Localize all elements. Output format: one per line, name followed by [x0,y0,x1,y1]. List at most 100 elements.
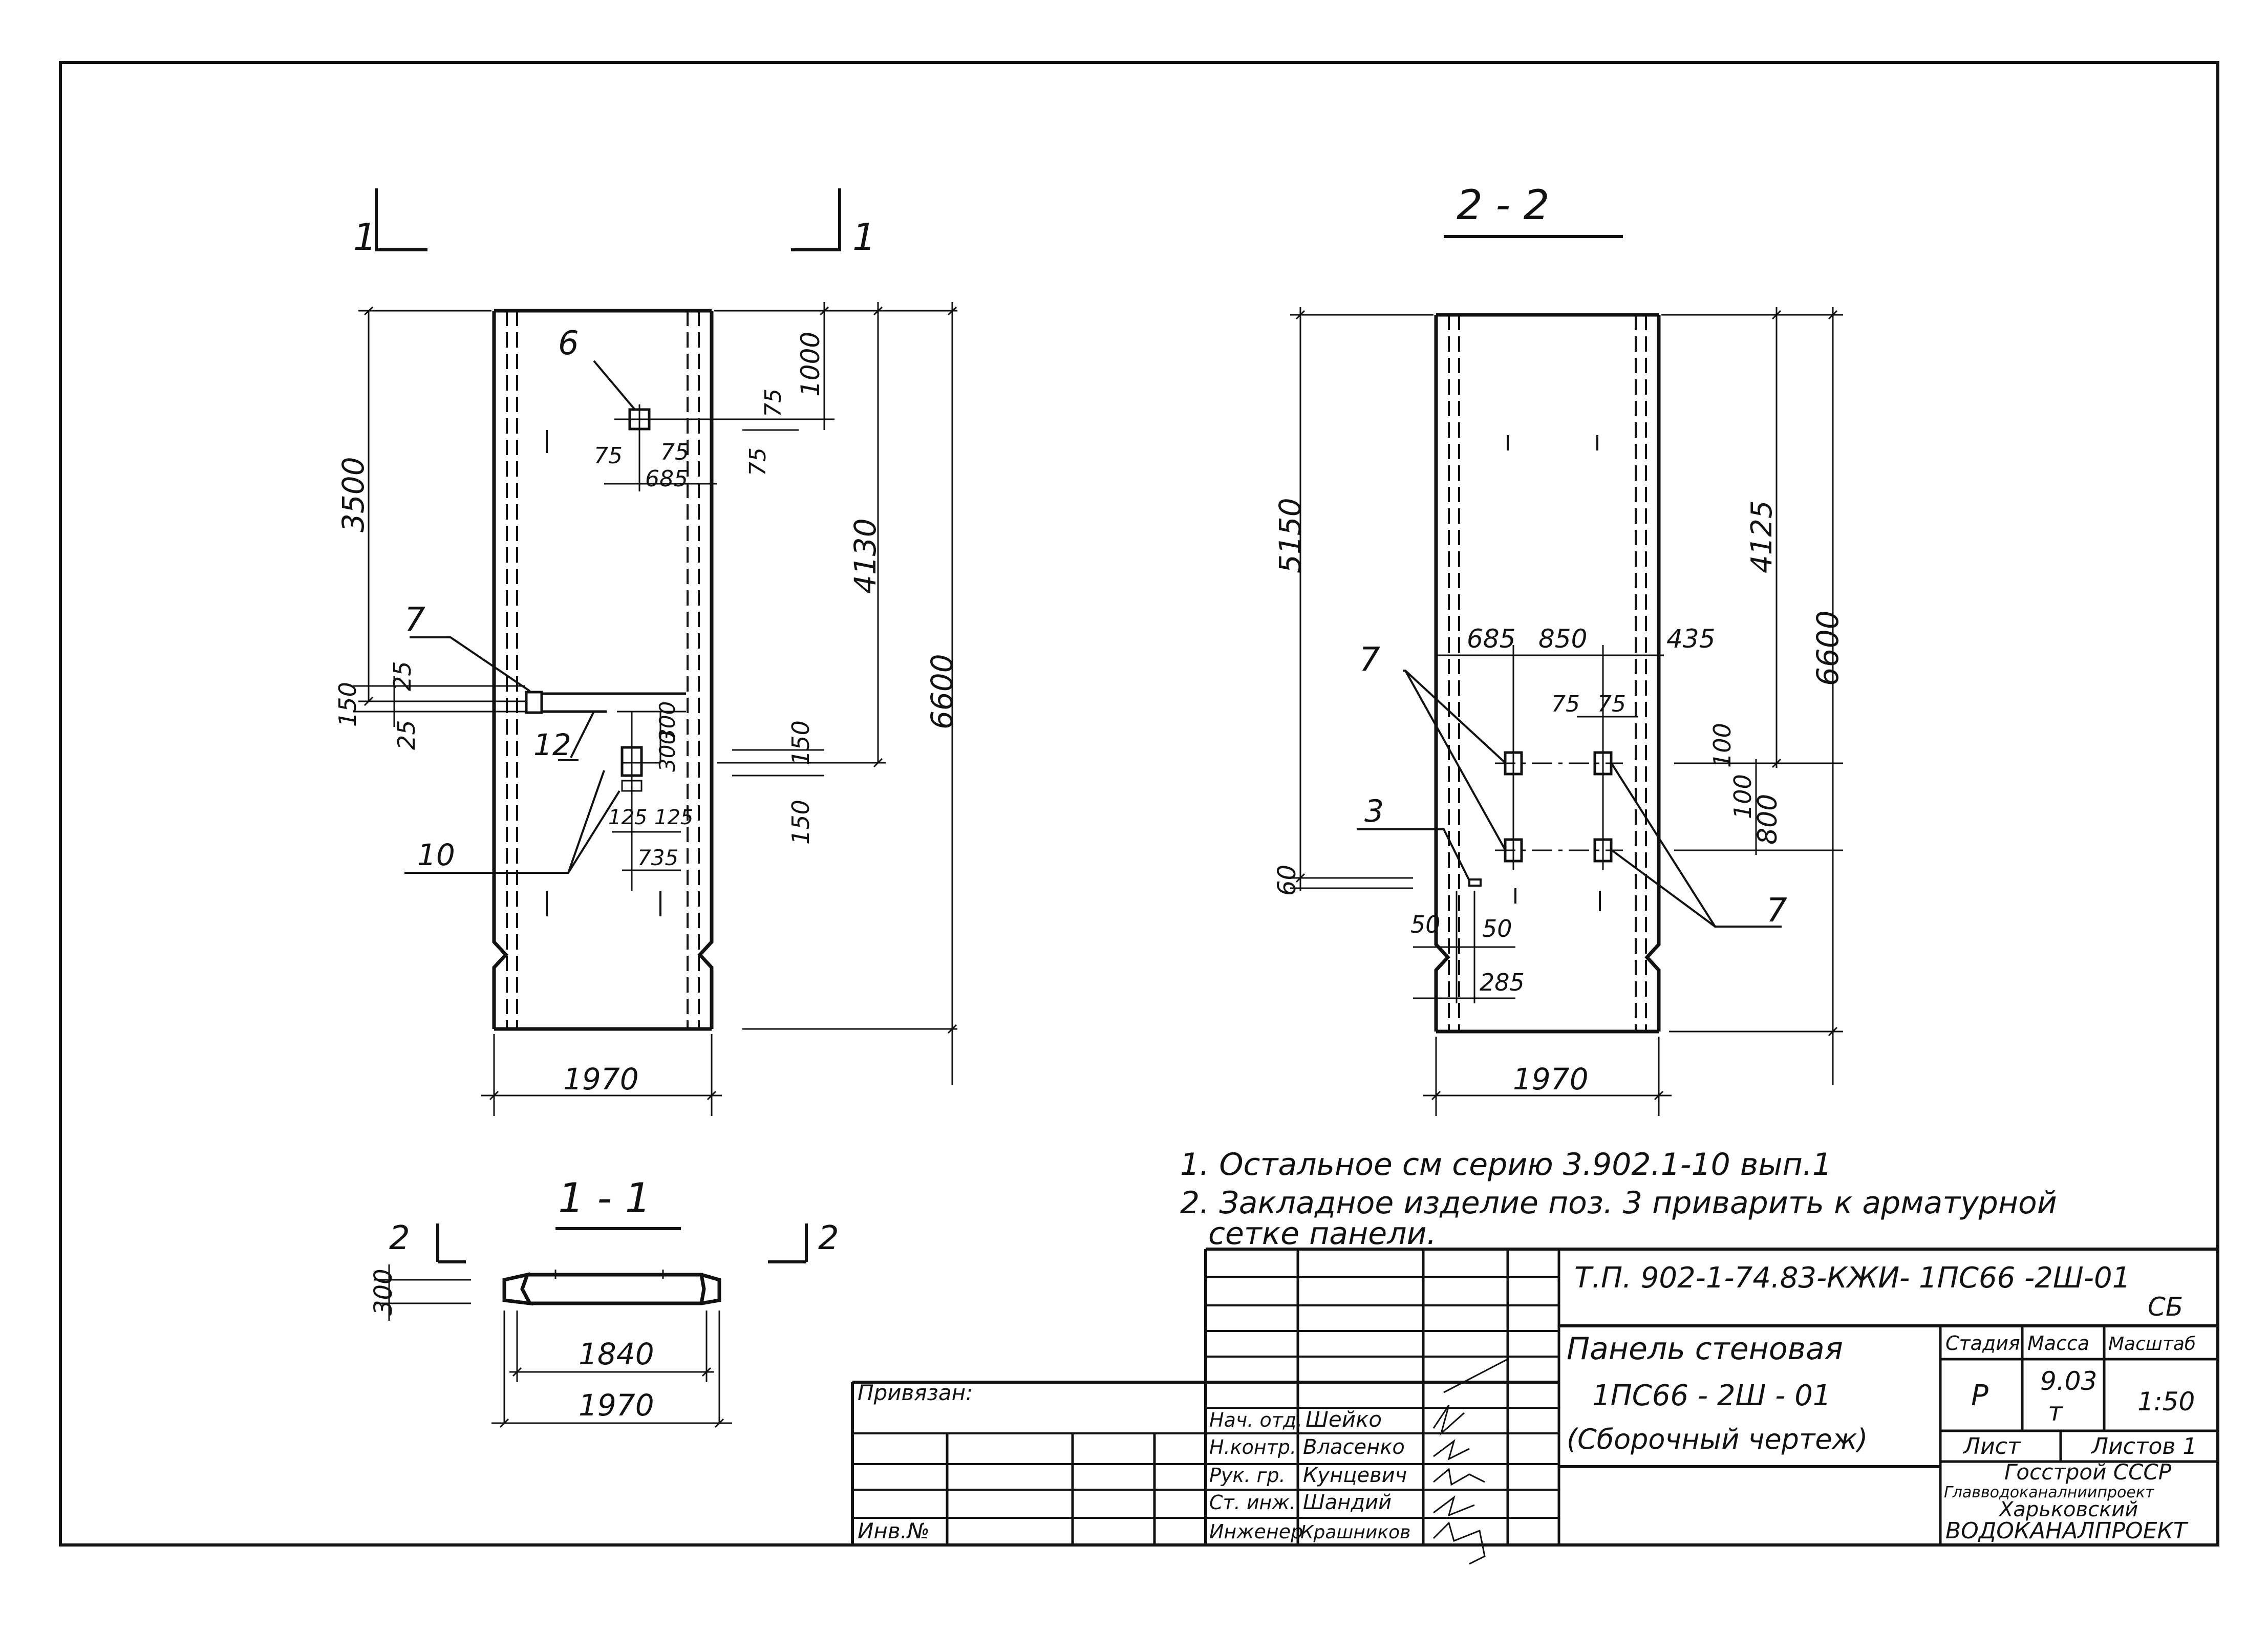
dim-285: 285 [1480,969,1525,996]
position-label-7-right: 7 [1766,892,1787,930]
elevation-1: 1 1 6 75 75 685 [334,188,959,1116]
inv-label: Инв.№ [858,1518,930,1543]
dim-75-c: 75 [760,389,786,417]
staff-name-4: Крашников [1300,1522,1410,1543]
embedded-item-12-10: 12 10 300 300 125 125 735 [404,701,693,891]
org-line3: Харьковский [1998,1498,2138,1521]
staff-role-2: Рук. гр. [1209,1464,1286,1487]
staff-role-3: Ст. инж. [1209,1491,1296,1514]
mass-label: Масса [2027,1332,2089,1355]
sheets-label: Листов 1 [2090,1433,2197,1459]
panel-outline-2 [1434,313,1661,1034]
dimension-chain-top-2: 685 850 435 75 75 [1435,624,1715,718]
dim-100-b: 100 [1729,774,1757,819]
dim-75-d: 75 [745,447,771,476]
dim-150-right-a: 150 [787,720,815,765]
staff-name-0: Шейко [1306,1407,1382,1432]
section-mark-1-left-label: 1 [353,216,377,259]
dim-1970-2: 1970 [1513,1062,1589,1097]
dim-75-b: 75 [660,439,689,465]
dim-125-b: 125 [654,806,693,829]
dim-1970-1: 1970 [563,1062,639,1097]
dim-735: 735 [637,845,678,870]
position-label-7: 7 [404,601,425,639]
dim-60: 60 [1273,865,1301,896]
dim-685: 685 [645,466,688,492]
staff-name-1: Власенко [1303,1435,1405,1459]
dim-25-bottom: 25 [393,720,420,750]
dim-1000: 1000 [796,332,825,397]
dim-6600-1: 6600 [925,654,959,729]
note-2-continued: сетке панели. [1208,1216,1437,1252]
attached-label: Привязан: [858,1380,973,1405]
doc-code: Т.П. 902-1-74.83-КЖИ- 1ПС66 -2Ш-01 [1574,1261,2130,1295]
note-2: 2. Закладное изделие поз. 3 приварить к … [1180,1185,2057,1221]
dim-300-a: 300 [655,701,680,742]
embedded-items-7-grid: 7 7 [1359,641,1787,930]
signatures [1432,1358,1508,1565]
section-mark-2-left-label: 2 [389,1219,410,1257]
stage-value: Р [1971,1379,1988,1412]
dim-300-section: 300 [369,1269,398,1316]
section-profile [502,1272,721,1306]
dim-50-a: 50 [1410,911,1441,938]
position-label-12: 12 [533,727,571,762]
staff-name-2: Кунцевич [1303,1464,1407,1487]
section-mark-1-right-label: 1 [852,216,876,259]
scale-value: 1:50 [2137,1387,2195,1416]
dim-150-left: 150 [334,682,361,727]
org-line1: Госстрой СССР [2004,1459,2172,1485]
dimension-chain-left-2: 5150 60 [1273,307,1433,896]
dimension-chain-left-1: 3500 150 25 25 [334,306,525,750]
width-dimension-2: 1970 [1423,1037,1672,1116]
dim-125-a: 125 [608,806,647,829]
position-label-6: 6 [558,325,579,362]
dim-3500: 3500 [336,457,371,532]
notes: 1. Остальное см серию 3.902.1-10 вып.1 2… [1180,1147,2057,1252]
staff-role-4: Инженер [1209,1520,1303,1543]
mass-unit: т [2048,1397,2064,1427]
dim-100-a: 100 [1708,723,1736,768]
mass-value: 9.03 [2040,1366,2097,1396]
doc-code-suffix: СБ [2148,1292,2183,1322]
panel-name-line1: Панель стеновая [1567,1331,1843,1367]
section-mark-2-left: 2 [389,1219,466,1263]
dim-850: 850 [1538,624,1587,654]
embedded-item-6: 6 75 75 685 [558,325,799,492]
note-1: 1. Остальное см серию 3.902.1-10 вып.1 [1180,1147,1832,1183]
dim-75-f: 75 [1597,691,1626,717]
scale-label: Масштаб [2108,1334,2196,1355]
panel-name-line3: (Сборочный чертеж) [1567,1423,1868,1455]
section-mark-2-right-label: 2 [818,1219,839,1257]
view-title-2-2: 2 - 2 [1457,181,1550,229]
section-mark-2-right: 2 [768,1219,839,1263]
dimension-chain-right-2: 4125 6600 100 100 800 [1661,307,1845,1085]
section-1-1: 1 - 1 2 2 300 1840 1970 [369,1174,839,1428]
elevation-2: 2 - 2 7 7 3 [1273,181,1845,1116]
position-label-3: 3 [1364,793,1384,829]
dim-5150: 5150 [1273,498,1308,573]
sheet-label: Лист [1962,1433,2021,1459]
sheet-frame [59,61,2219,1547]
dim-435: 435 [1666,624,1715,654]
staff-role-1: Н.контр. [1209,1436,1296,1458]
dim-1840: 1840 [579,1337,654,1371]
width-dimension-1: 1970 [481,1034,722,1116]
dim-300-b: 300 [655,731,680,772]
dim-800: 800 [1752,794,1783,845]
dim-685-2: 685 [1467,624,1515,654]
dim-6600-2: 6600 [1810,610,1845,686]
dim-50-b: 50 [1482,915,1512,942]
embedded-item-3: 3 50 50 285 [1357,793,1525,1003]
stage-label: Стадия [1945,1332,2020,1355]
panel-name-line2: 1ПС66 - 2Ш - 01 [1592,1379,1831,1412]
staff-role-0: Нач. отд. [1209,1409,1302,1431]
position-label-10: 10 [417,838,455,872]
dim-75-a: 75 [594,443,623,469]
dim-150-right-b: 150 [787,800,815,845]
embedded-item-7: 7 [404,601,686,714]
org-line4: ВОДОКАНАЛПРОЕКТ [1945,1518,2189,1544]
panel-outline-1 [492,309,714,1031]
dim-1970-section: 1970 [579,1388,654,1423]
